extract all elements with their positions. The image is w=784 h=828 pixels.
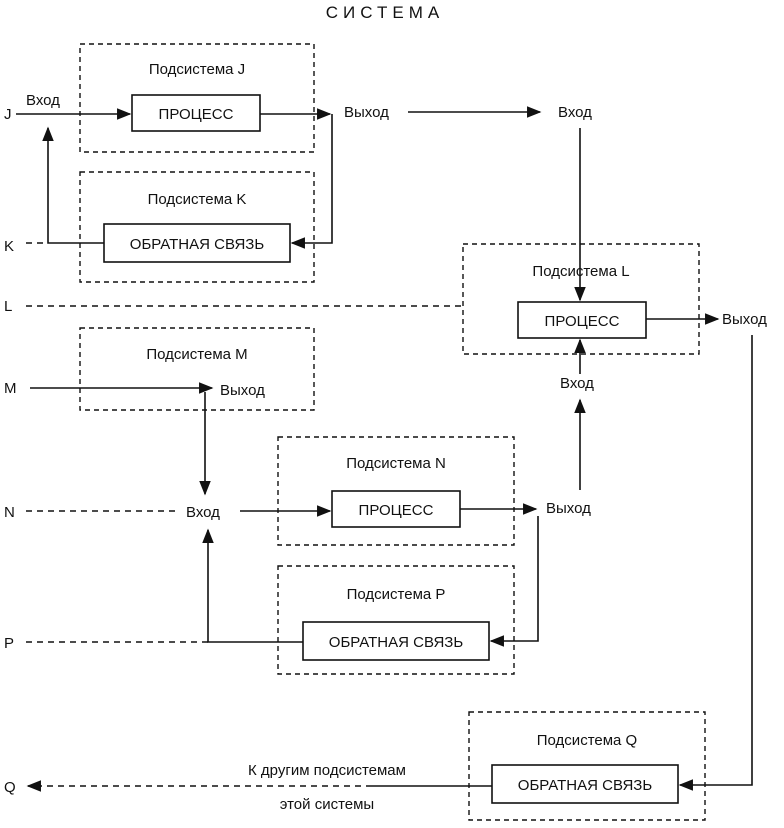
feedback-box-k <box>103 223 291 263</box>
diagram-title: СИСТЕМА <box>326 3 444 22</box>
output-label-m: Выход <box>220 382 265 399</box>
subsystem-q-frame <box>468 711 706 821</box>
input-label-l: Вход <box>558 104 592 121</box>
side-label-l: L <box>4 298 12 315</box>
feedback-label-q: ОБРАТНАЯ СВЯЗЬ <box>518 777 653 794</box>
output-label-j: Выход <box>344 104 389 121</box>
subsystem-l-title: Подсистема L <box>532 263 629 280</box>
input-label-j: Вход <box>26 92 60 109</box>
feedback-box-p <box>302 621 490 661</box>
arrow-feedback-p-to-input-n <box>202 528 303 643</box>
subsystem-k-frame <box>79 171 315 283</box>
side-label-n: N <box>4 504 15 521</box>
side-label-k: K <box>4 238 14 255</box>
subsystem-j-title: Подсистема J <box>149 61 245 78</box>
subsystem-l-frame <box>462 243 700 355</box>
subsystem-m-title: Подсистема M <box>146 346 247 363</box>
output-label-l: Выход <box>722 311 767 328</box>
process-label-j: ПРОЦЕСС <box>159 106 234 123</box>
note-this-system: этой системы <box>280 796 374 813</box>
subsystem-n-frame <box>277 436 515 546</box>
feedback-box-q <box>491 764 679 804</box>
process-label-l: ПРОЦЕСС <box>545 313 620 330</box>
subsystem-p-frame <box>277 565 515 675</box>
process-box-n <box>331 490 461 528</box>
side-label-p: P <box>4 635 14 652</box>
side-label-m: M <box>4 380 17 397</box>
subsystem-p-title: Подсистема P <box>347 586 446 603</box>
side-label-q: Q <box>4 779 16 796</box>
side-label-j: J <box>4 106 12 123</box>
subsystem-j-frame <box>79 43 315 153</box>
input-label-l-bottom: Вход <box>560 375 594 392</box>
arrow-output-n-to-feedback-p <box>489 516 539 647</box>
subsystem-q-title: Подсистема Q <box>537 732 637 749</box>
process-box-j <box>131 94 261 132</box>
note-other-subsystems: К другим подсистемам <box>248 762 406 779</box>
input-label-n: Вход <box>186 504 220 521</box>
subsystem-k-title: Подсистема K <box>148 191 247 208</box>
process-label-n: ПРОЦЕСС <box>359 502 434 519</box>
arrow-output-l-to-feedback-q <box>678 335 753 791</box>
subsystem-n-title: Подсистема N <box>346 455 446 472</box>
subsystem-m-frame <box>79 327 315 411</box>
feedback-label-p: ОБРАТНАЯ СВЯЗЬ <box>329 634 464 651</box>
arrow-output-to-feedback-k <box>290 114 333 249</box>
feedback-label-k: ОБРАТНАЯ СВЯЗЬ <box>130 236 265 253</box>
output-label-n: Выход <box>546 500 591 517</box>
arrow-feedback-k-to-input <box>42 126 104 244</box>
process-box-l <box>517 301 647 339</box>
